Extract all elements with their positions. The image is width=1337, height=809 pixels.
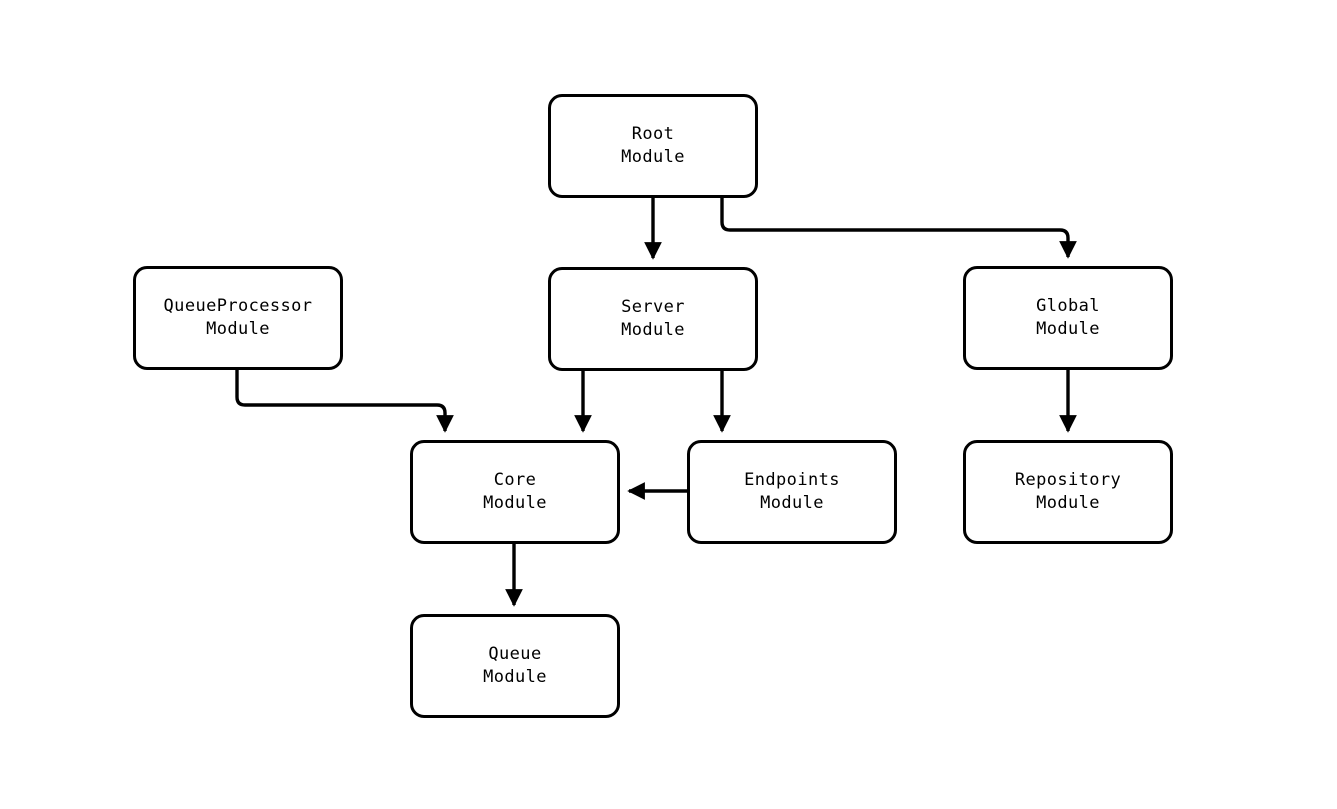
edge-root-to-global	[720, 198, 1077, 259]
node-label-line2: Module	[1036, 319, 1100, 339]
node-global-module[interactable]: Global Module	[963, 266, 1173, 370]
node-queue-module[interactable]: Queue Module	[410, 614, 620, 718]
node-label-line2: Module	[206, 319, 270, 339]
node-core-module[interactable]: Core Module	[410, 440, 620, 544]
node-label-line1: Root	[631, 124, 675, 145]
node-endpoints-module[interactable]: Endpoints Module	[687, 440, 897, 544]
node-queueprocessor-module[interactable]: QueueProcessor Module	[133, 266, 343, 370]
node-label-line2: Module	[621, 320, 685, 340]
node-repository-module[interactable]: Repository Module	[963, 440, 1173, 544]
node-label-line1: Server	[621, 297, 685, 318]
edge-queueprocessor-to-core	[235, 370, 454, 433]
node-label-line1: Global	[1036, 296, 1100, 317]
node-label-line1: QueueProcessor	[163, 296, 313, 317]
node-server-module[interactable]: Server Module	[548, 267, 758, 371]
node-label-line2: Module	[1036, 493, 1100, 513]
node-label-line1: Endpoints	[744, 470, 840, 491]
node-label-line2: Module	[760, 493, 824, 513]
node-label-line1: Queue	[488, 644, 542, 665]
node-label-line2: Module	[483, 493, 547, 513]
node-label-line2: Module	[483, 667, 547, 687]
node-label-line1: Core	[493, 470, 537, 491]
node-label-line1: Repository	[1014, 470, 1122, 491]
node-label-line2: Module	[621, 147, 685, 167]
node-root-module[interactable]: Root Module	[548, 94, 758, 198]
